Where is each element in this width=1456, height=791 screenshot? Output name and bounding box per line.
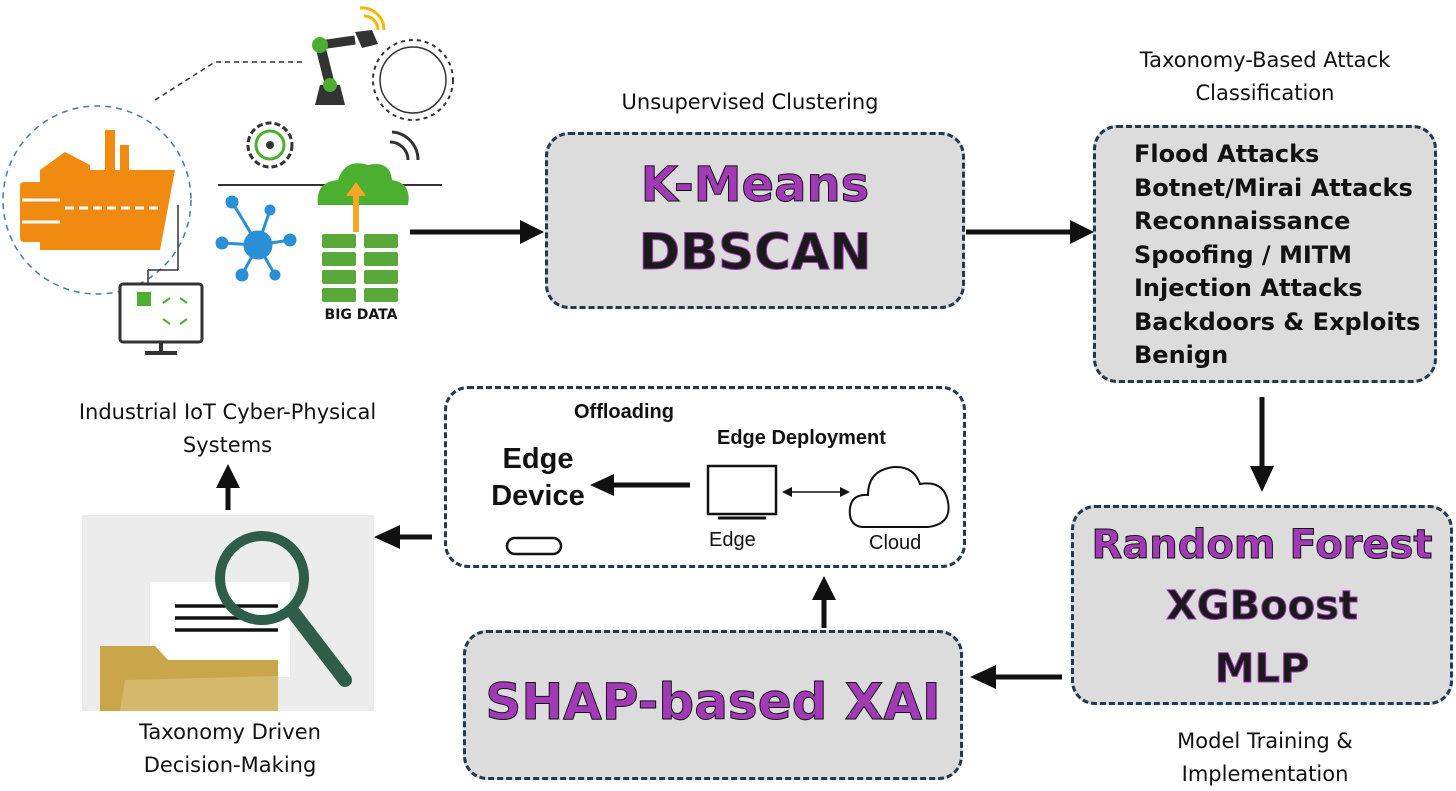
dbscan-label: DBSCAN	[638, 223, 872, 282]
xgboost-label: XGBoost	[1165, 583, 1359, 630]
iiot-icon-cluster	[2, 6, 454, 355]
offloading-label: Offloading	[574, 401, 674, 423]
xai-box: SHAP-based XAI	[463, 630, 963, 780]
arrow-to-edge	[812, 576, 836, 600]
mlp-label: MLP	[1214, 646, 1310, 693]
arrow-to-iiot	[216, 464, 240, 488]
attack-class-item: Injection Attacks	[1134, 274, 1363, 302]
robot-arm-icon	[312, 6, 386, 105]
cloud-label: Cloud	[869, 532, 922, 554]
edge-deployment-box: Offloading Edge Device Edge Deployment E…	[444, 386, 966, 568]
attack-class-item: Botnet/Mirai Attacks	[1134, 173, 1413, 202]
big-data-server-icon	[322, 234, 398, 302]
magnifier-icon	[215, 531, 352, 687]
attack-class-item: Benign	[1134, 341, 1229, 369]
cloud-upload-icon	[317, 130, 420, 232]
clustering-box: K-Means DBSCAN	[545, 132, 965, 309]
taxonomy-caption: Taxonomy-Based Attack Classification	[1139, 48, 1391, 105]
arrow-to-models	[1250, 466, 1274, 492]
edge-label: Edge	[709, 529, 756, 551]
clustering-caption: Unsupervised Clustering	[621, 90, 879, 114]
big-data-label: BIG DATA	[324, 307, 398, 323]
iiot-caption: Industrial IoT Cyber-Physical Systems	[78, 400, 377, 457]
attack-class-item: Reconnaissance	[1134, 207, 1351, 235]
arrow-to-decision	[374, 525, 400, 549]
shap-xai-label: SHAP-based XAI	[485, 673, 941, 732]
arrow-to-xai	[970, 665, 996, 689]
attack-class-list: Flood Attacks Botnet/Mirai Attacks Recon…	[1134, 138, 1420, 373]
edge-device-label: Edge Device	[491, 443, 585, 512]
models-caption: Model Training & Implementation	[1177, 729, 1353, 786]
attack-class-item: Flood Attacks	[1134, 140, 1320, 168]
edge-deployment-label: Edge Deployment	[717, 427, 886, 449]
models-box: Random Forest XGBoost MLP	[1071, 505, 1453, 705]
factory-icon	[2, 105, 192, 295]
network-icon	[215, 195, 297, 282]
arrow-to-clustering	[520, 220, 544, 244]
kmeans-label: K-Means	[640, 157, 870, 214]
taxonomy-box: Flood Attacks Botnet/Mirai Attacks Recon…	[1093, 125, 1437, 383]
gear-icon	[246, 121, 294, 169]
random-forest-label: Random Forest	[1091, 522, 1433, 569]
attack-class-item: Spoofing / MITM	[1134, 240, 1353, 269]
attack-class-item: Backdoors & Exploits	[1134, 307, 1421, 336]
decision-caption: Taxonomy Driven Decision-Making	[139, 720, 321, 777]
monitor-icon	[118, 205, 204, 355]
arrow-to-taxonomy	[1070, 220, 1094, 244]
